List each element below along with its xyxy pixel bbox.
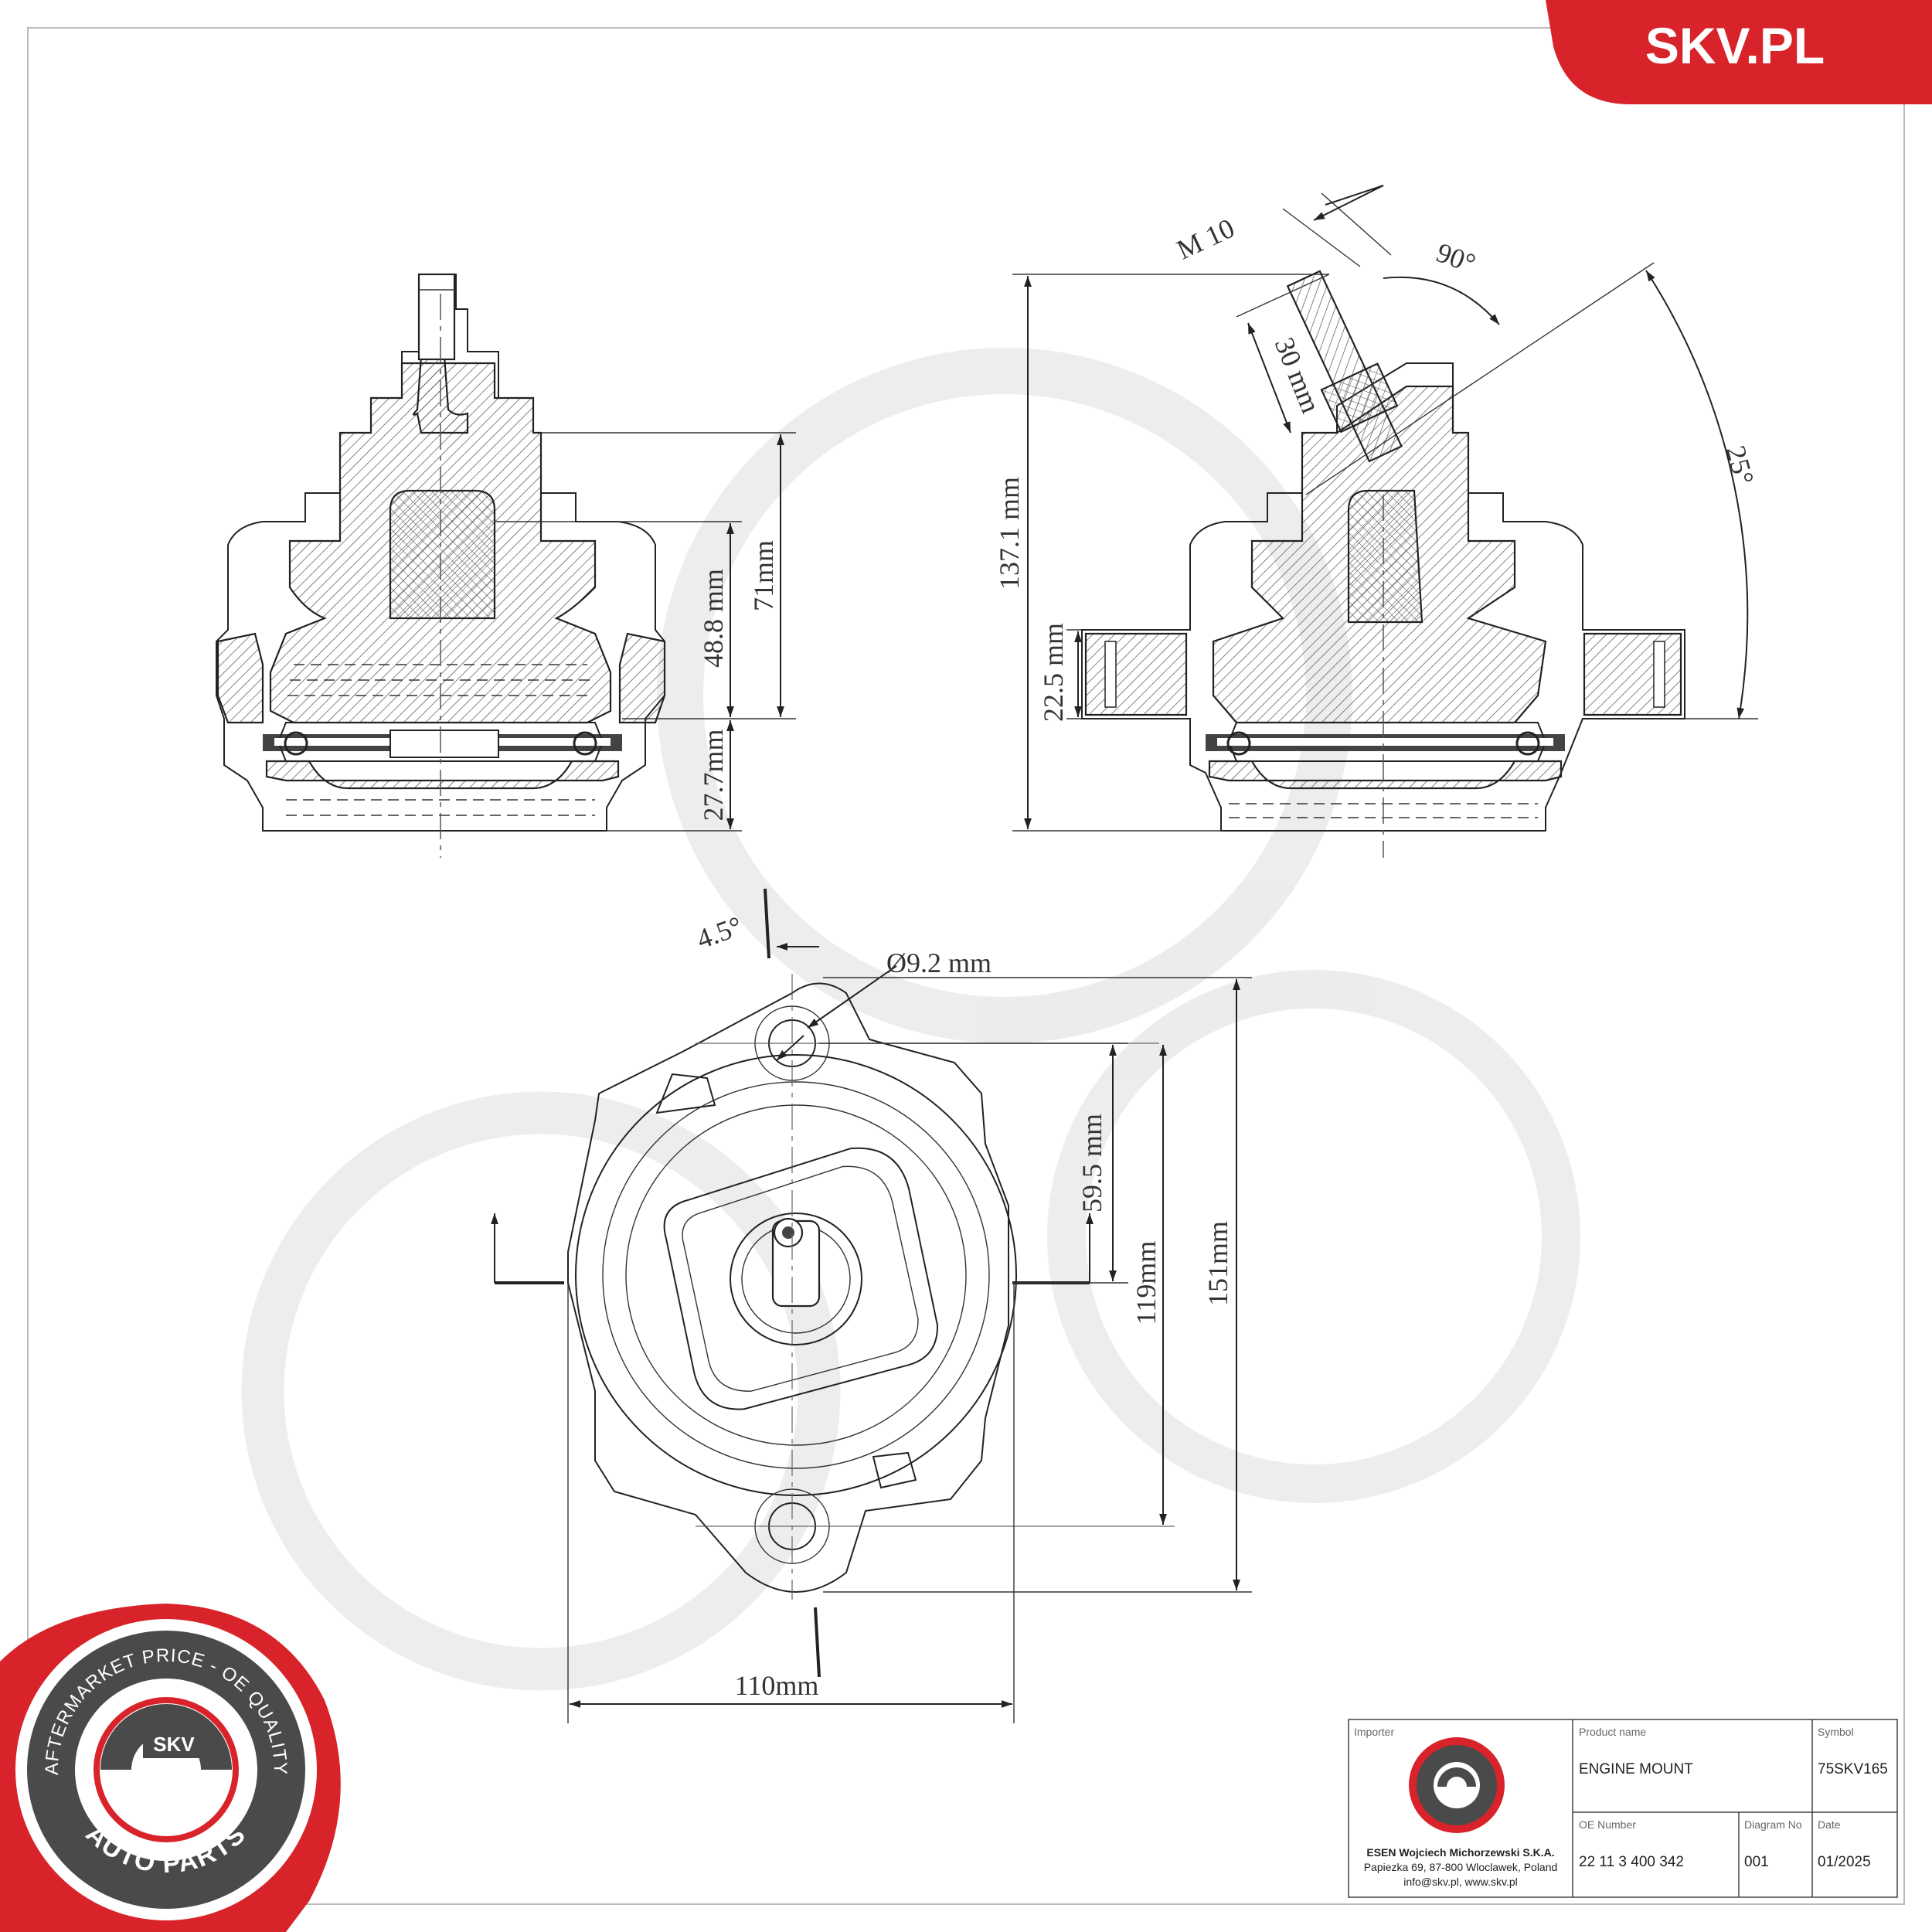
top-dim-offset: 59.5 mm — [1077, 1114, 1107, 1213]
quality-seal: SKV AFTERMARKET PRICE - OE QUALITY AUTO … — [0, 1604, 341, 1932]
symbol-label: Symbol — [1818, 1726, 1854, 1738]
diagram-value: 001 — [1744, 1854, 1769, 1870]
oe-value: 22 11 3 400 342 — [1579, 1854, 1684, 1870]
date-value: 01/2025 — [1818, 1854, 1871, 1870]
side-dim-flange: 22.5 mm — [1038, 623, 1069, 722]
brand-logo: SKV.PL — [1546, 0, 1932, 104]
top-dim-hole: Ø9.2 mm — [886, 947, 992, 978]
title-block: Importer ESEN Wojciech Michorzewski S.K.… — [1348, 1719, 1898, 1898]
seal-center-text: SKV — [153, 1733, 195, 1756]
top-dim-holes: 119mm — [1131, 1241, 1162, 1325]
front-dim-middle: 48.8 mm — [698, 569, 729, 668]
side-view: 137.1 mm 22.5 mm 25° 30 mm M 10 90° — [994, 185, 1760, 858]
top-view: 4.5° Ø9.2 mm 59.5 mm 119mm 151mm 110mm — [491, 888, 1252, 1723]
oe-label: OE Number — [1579, 1818, 1636, 1831]
importer-contact: info@skv.pl, www.skv.pl — [1403, 1876, 1518, 1888]
date-label: Date — [1818, 1818, 1841, 1831]
importer-label: Importer — [1354, 1726, 1394, 1738]
diagram-label: Diagram No — [1744, 1818, 1802, 1831]
front-view: 71mm 48.8 mm 27.7mm — [216, 273, 796, 858]
importer-address: Papiezka 69, 87-800 Wloclawek, Poland — [1364, 1861, 1558, 1873]
side-dim-thread: M 10 — [1172, 213, 1240, 266]
side-dim-angle-right: 90° — [1433, 236, 1480, 279]
side-dim-tilt: 25° — [1720, 442, 1760, 488]
sheet-border — [27, 27, 1905, 1905]
importer-name: ESEN Wojciech Michorzewski S.K.A. — [1366, 1846, 1554, 1859]
front-dim-lower: 27.7mm — [698, 729, 729, 821]
brand-logo-text: SKV.PL — [1645, 17, 1825, 74]
product-label: Product name — [1579, 1726, 1646, 1738]
top-dim-length: 151mm — [1202, 1221, 1233, 1306]
symbol-value: 75SKV165 — [1818, 1761, 1888, 1777]
product-value: ENGINE MOUNT — [1579, 1761, 1693, 1777]
front-dim-overall: 71mm — [748, 540, 779, 611]
top-dim-width: 110mm — [735, 1670, 819, 1701]
side-dim-height: 137.1 mm — [994, 477, 1025, 590]
